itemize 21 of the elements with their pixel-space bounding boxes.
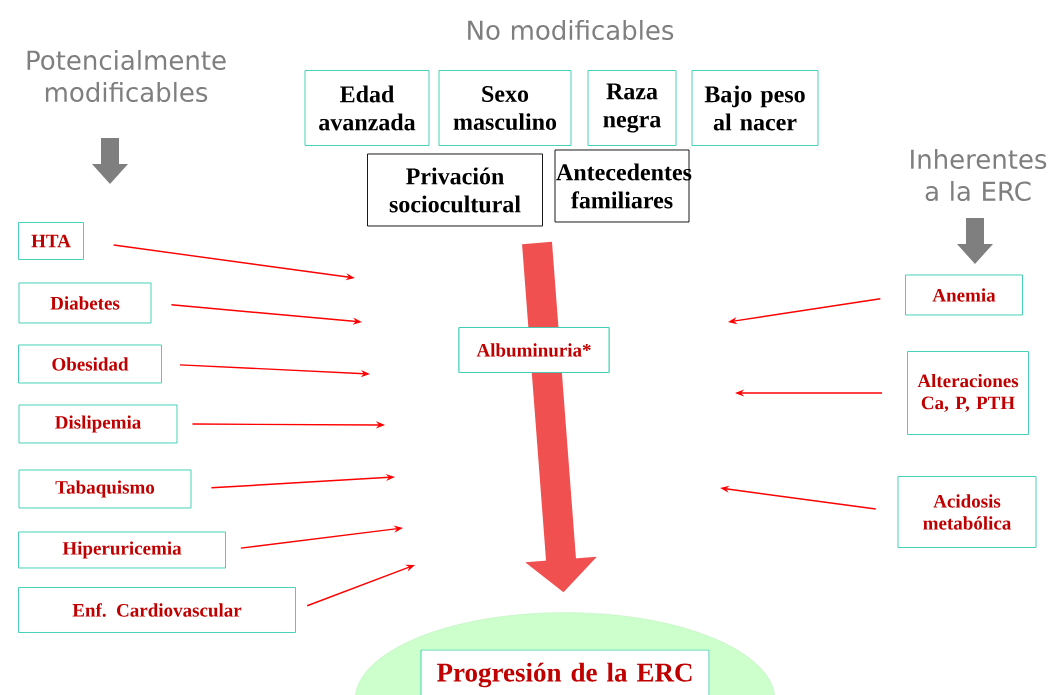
factor-box: Obesidad [18, 344, 162, 384]
factor-box: Alteraciones Ca, P, PTH [907, 351, 1029, 435]
factor-box: Hiperuricemia [18, 531, 226, 569]
factor-box: Acidosis metabólica [897, 476, 1037, 548]
heading: Potencialmente modificables [27, 49, 226, 103]
factor-box: Tabaquismo [18, 469, 192, 509]
factor-box: Diabetes [18, 282, 152, 324]
factor-box: Bajo peso al nacer [691, 70, 819, 146]
factor-box: HTA [18, 222, 84, 260]
factor-box: Sexo masculino [438, 70, 572, 146]
node-label: Progresión de la ERC [436, 662, 692, 688]
factor-box: Raza negra [587, 70, 677, 146]
factor-box: Dislipemia [18, 404, 178, 444]
factor-box: Progresión de la ERC [420, 649, 710, 695]
factor-box: Enf. Cardiovascular [18, 587, 296, 633]
factor-box: Privación sociocultural [367, 153, 543, 227]
factor-box: Edad avanzada [304, 70, 430, 146]
factor-box: Antecedentes familiares [554, 149, 692, 223]
heading: No modificables [468, 19, 674, 41]
factor-box: Anemia [905, 274, 1023, 316]
heading: Inherentes a la ERC [911, 148, 1047, 202]
